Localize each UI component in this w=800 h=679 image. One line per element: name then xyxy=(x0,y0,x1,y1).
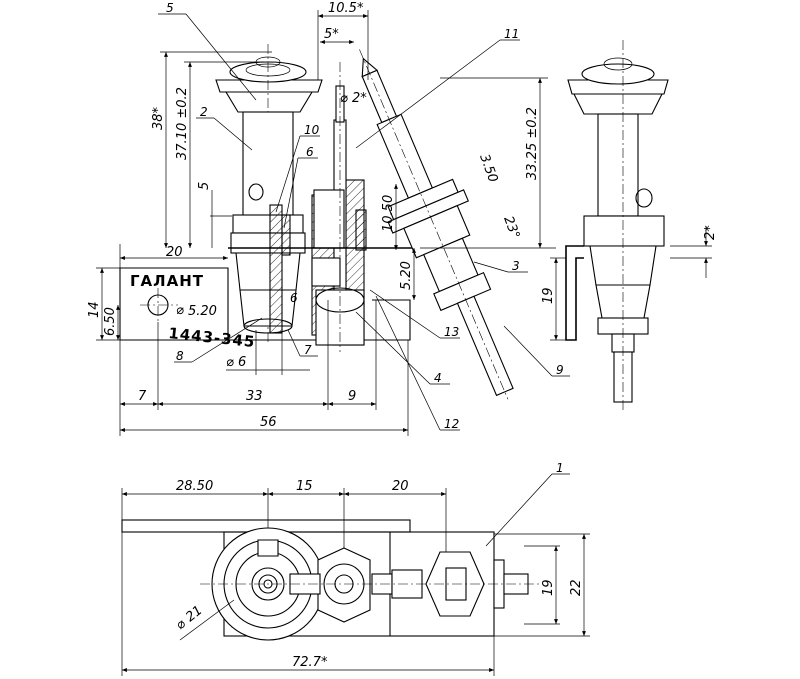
callout-2: 2 xyxy=(200,105,208,119)
plate-brand: ГАЛАНТ xyxy=(130,272,204,290)
dim-33: 33 xyxy=(246,389,263,404)
callout-numbers: 5 2 10 6 11 8 7 13 4 12 3 9 1 6 xyxy=(166,1,564,475)
callout-6-top: 6 xyxy=(306,145,314,159)
dim-9: 9 xyxy=(348,389,356,404)
dim-22: 22 xyxy=(569,579,584,596)
dimension-values: 10.5* 5* ⌀ 2* 38* 37.10 ±0.2 33.25 ±0.2 … xyxy=(87,1,718,670)
callout-12: 12 xyxy=(444,417,459,431)
callout-8: 8 xyxy=(176,349,184,363)
callout-1: 1 xyxy=(556,461,564,475)
hex-nut xyxy=(317,547,371,623)
dim-38: 38* xyxy=(151,106,166,130)
dim-6-50: 6.50 xyxy=(103,307,118,336)
dim-7: 7 xyxy=(138,389,147,404)
dim-5-top: 5* xyxy=(324,27,339,42)
dim-56: 56 xyxy=(260,415,277,430)
dim-3-50: 3.50 xyxy=(476,152,500,184)
callout-3: 3 xyxy=(512,259,520,273)
plate-marking: ГАЛАНТ 1443-345 ⌀ 5.20 xyxy=(130,272,256,351)
dim-21-diameter: 21 xyxy=(183,603,205,625)
plate-hole-diameter: 5.20 xyxy=(188,304,217,319)
dim-2-diameter-symbol: ⌀ xyxy=(340,91,348,106)
top-view xyxy=(121,519,540,641)
dim-6-diameter-symbol: ⌀ xyxy=(226,355,234,370)
dim-14: 14 xyxy=(87,301,102,318)
dim-19-side: 19 xyxy=(541,287,556,304)
dimension-lines xyxy=(96,10,712,676)
dim-5-left: 5 xyxy=(197,182,212,190)
dim-2-diameter: 2* xyxy=(352,91,367,106)
plate-code: 1443-345 xyxy=(168,324,257,351)
callout-7: 7 xyxy=(304,343,312,357)
igniter xyxy=(359,49,514,400)
dim-37-10: 37.10 ±0.2 xyxy=(175,87,190,160)
dim-19-bottom: 19 xyxy=(541,579,556,596)
callout-11: 11 xyxy=(504,27,519,41)
side-view xyxy=(565,40,669,410)
plate-hole-diameter-symbol: ⌀ xyxy=(176,303,184,318)
dim-20-bottom: 20 xyxy=(392,479,409,494)
callout-10: 10 xyxy=(304,123,320,137)
dim-10-5: 10.5* xyxy=(328,1,364,16)
callout-leaders xyxy=(158,13,570,547)
center-nut xyxy=(311,62,365,352)
dim-10-50: 10.50 xyxy=(381,195,396,232)
dim-5-20: 5.20 xyxy=(399,261,414,290)
callout-6-mid: 6 xyxy=(290,291,298,305)
dim-6-diameter: 6 xyxy=(238,355,246,370)
callout-13: 13 xyxy=(444,325,459,339)
callout-9: 9 xyxy=(556,363,564,377)
dim-28-50: 28.50 xyxy=(176,479,213,494)
dim-23-deg: 23° xyxy=(500,214,522,241)
dim-72-7: 72.7* xyxy=(292,655,328,670)
callout-4: 4 xyxy=(434,371,442,385)
callout-5: 5 xyxy=(166,1,174,15)
dim-15: 15 xyxy=(296,479,313,494)
dim-2-side: 2* xyxy=(703,225,718,240)
dim-33-25: 33.25 ±0.2 xyxy=(525,107,540,180)
dim-20-top: 20 xyxy=(166,245,183,260)
